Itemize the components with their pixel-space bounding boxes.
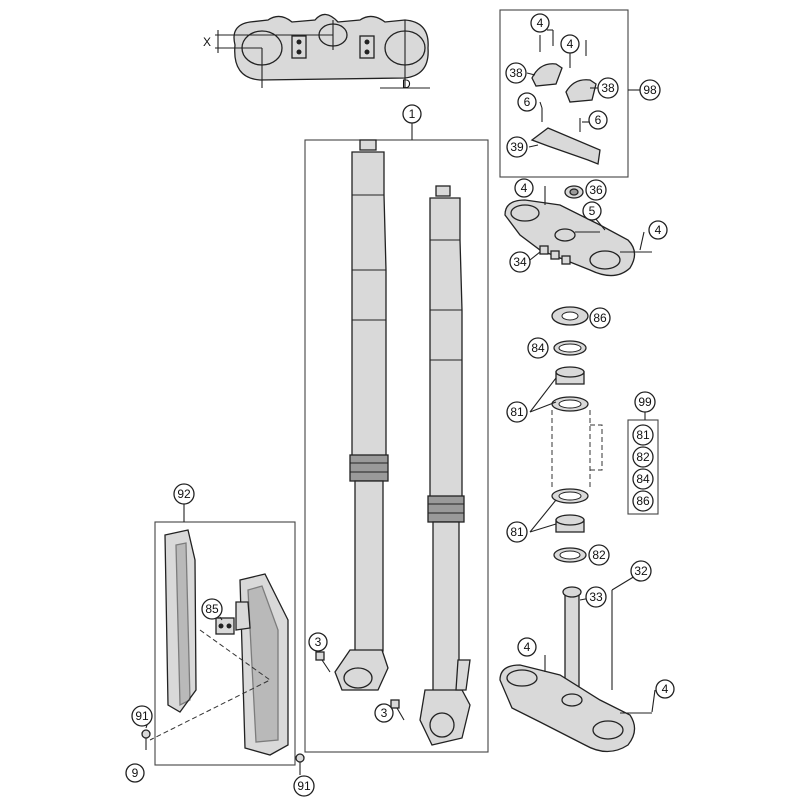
guard-clip-85 xyxy=(215,617,235,635)
callout-39: 39 xyxy=(506,136,528,158)
callout-3-left: 3 xyxy=(308,632,328,652)
svg-text:4: 4 xyxy=(567,37,574,51)
kit-99-item-81: 81 xyxy=(632,424,654,446)
svg-text:33: 33 xyxy=(589,590,603,604)
svg-text:4: 4 xyxy=(537,16,544,30)
svg-text:4: 4 xyxy=(521,181,528,195)
svg-text:38: 38 xyxy=(601,81,615,95)
callout-1: 1 xyxy=(402,104,422,124)
svg-text:6: 6 xyxy=(595,113,602,127)
callout-4-top-left: 4 xyxy=(530,13,550,33)
callout-34: 34 xyxy=(509,251,531,273)
callout-6-right: 6 xyxy=(588,110,608,130)
callout-38-left: 38 xyxy=(505,62,527,84)
callout-4-upper-clamp: 4 xyxy=(514,178,534,198)
screw-91-right xyxy=(295,753,305,775)
fork-leg-right xyxy=(419,185,471,746)
svg-text:9: 9 xyxy=(132,766,139,780)
callout-81-upper: 81 xyxy=(506,401,528,423)
callout-4-lower-clamp-side: 4 xyxy=(655,679,675,699)
svg-text:91: 91 xyxy=(135,709,149,723)
svg-text:34: 34 xyxy=(513,255,527,269)
triple-clamp-top-view: X D xyxy=(203,13,430,91)
callout-33: 33 xyxy=(585,586,607,608)
svg-text:85: 85 xyxy=(205,602,219,616)
handlebar-clamp-parts xyxy=(530,30,601,165)
callout-36: 36 xyxy=(585,179,607,201)
svg-text:5: 5 xyxy=(589,204,596,218)
steering-bearing-parts xyxy=(551,306,603,563)
bolt-3-left xyxy=(315,651,331,673)
svg-text:4: 4 xyxy=(655,223,662,237)
callout-4-lower-clamp: 4 xyxy=(517,637,537,657)
dimension-d-label: D xyxy=(402,77,411,91)
callout-5: 5 xyxy=(582,201,602,221)
svg-text:91: 91 xyxy=(297,779,311,793)
callout-92: 92 xyxy=(173,483,195,505)
svg-text:82: 82 xyxy=(592,548,606,562)
callout-32: 32 xyxy=(630,560,652,582)
fork-leg-left xyxy=(334,139,389,691)
fork-assembly-frame xyxy=(304,139,489,753)
svg-text:86: 86 xyxy=(593,311,607,325)
kit-99-item-86: 86 xyxy=(632,490,654,512)
svg-text:3: 3 xyxy=(381,706,388,720)
svg-text:3: 3 xyxy=(315,635,322,649)
svg-text:36: 36 xyxy=(589,183,603,197)
svg-text:38: 38 xyxy=(509,66,523,80)
svg-text:81: 81 xyxy=(636,428,650,442)
lower-triple-clamp xyxy=(499,586,652,753)
svg-text:92: 92 xyxy=(177,487,191,501)
callout-91-left: 91 xyxy=(131,705,153,727)
dimension-x-label: X xyxy=(203,35,211,49)
callout-86: 86 xyxy=(589,307,611,329)
svg-text:4: 4 xyxy=(662,682,669,696)
svg-text:84: 84 xyxy=(636,472,650,486)
fork-guard-right xyxy=(235,573,289,756)
fork-guard-frame xyxy=(154,521,296,766)
callout-99: 99 xyxy=(634,391,656,413)
bolt-3-right xyxy=(390,699,405,721)
screw-9 xyxy=(141,729,151,750)
callout-98: 98 xyxy=(639,79,661,101)
callout-38-right: 38 xyxy=(597,77,619,99)
callout-6-left: 6 xyxy=(517,92,537,112)
svg-text:81: 81 xyxy=(510,405,524,419)
svg-text:98: 98 xyxy=(643,83,657,97)
svg-text:84: 84 xyxy=(531,341,545,355)
bearing-kit-frame xyxy=(627,419,659,515)
callout-84: 84 xyxy=(527,337,549,359)
svg-text:1: 1 xyxy=(409,107,416,121)
svg-text:82: 82 xyxy=(636,450,650,464)
svg-text:6: 6 xyxy=(524,95,531,109)
callout-leaders xyxy=(145,29,656,729)
kit-99-item-82: 82 xyxy=(632,446,654,468)
svg-text:4: 4 xyxy=(524,640,531,654)
upper-triple-clamp xyxy=(504,185,652,277)
svg-text:99: 99 xyxy=(638,395,652,409)
clamp-kit-frame xyxy=(499,9,629,178)
callout-3-right: 3 xyxy=(374,703,394,723)
callout-4-upper-clamp-side: 4 xyxy=(648,220,668,240)
svg-text:32: 32 xyxy=(634,564,648,578)
callout-82: 82 xyxy=(588,544,610,566)
callout-9: 9 xyxy=(125,763,145,783)
svg-text:86: 86 xyxy=(636,494,650,508)
callout-4-top-right: 4 xyxy=(560,34,580,54)
kit-99-item-84: 84 xyxy=(632,468,654,490)
svg-text:81: 81 xyxy=(510,525,524,539)
svg-text:39: 39 xyxy=(510,140,524,154)
fork-guard-left xyxy=(164,529,197,713)
callout-85: 85 xyxy=(201,598,223,620)
callout-91-right: 91 xyxy=(293,775,315,797)
callout-81-lower: 81 xyxy=(506,521,528,543)
guard-mount-line xyxy=(149,629,271,741)
